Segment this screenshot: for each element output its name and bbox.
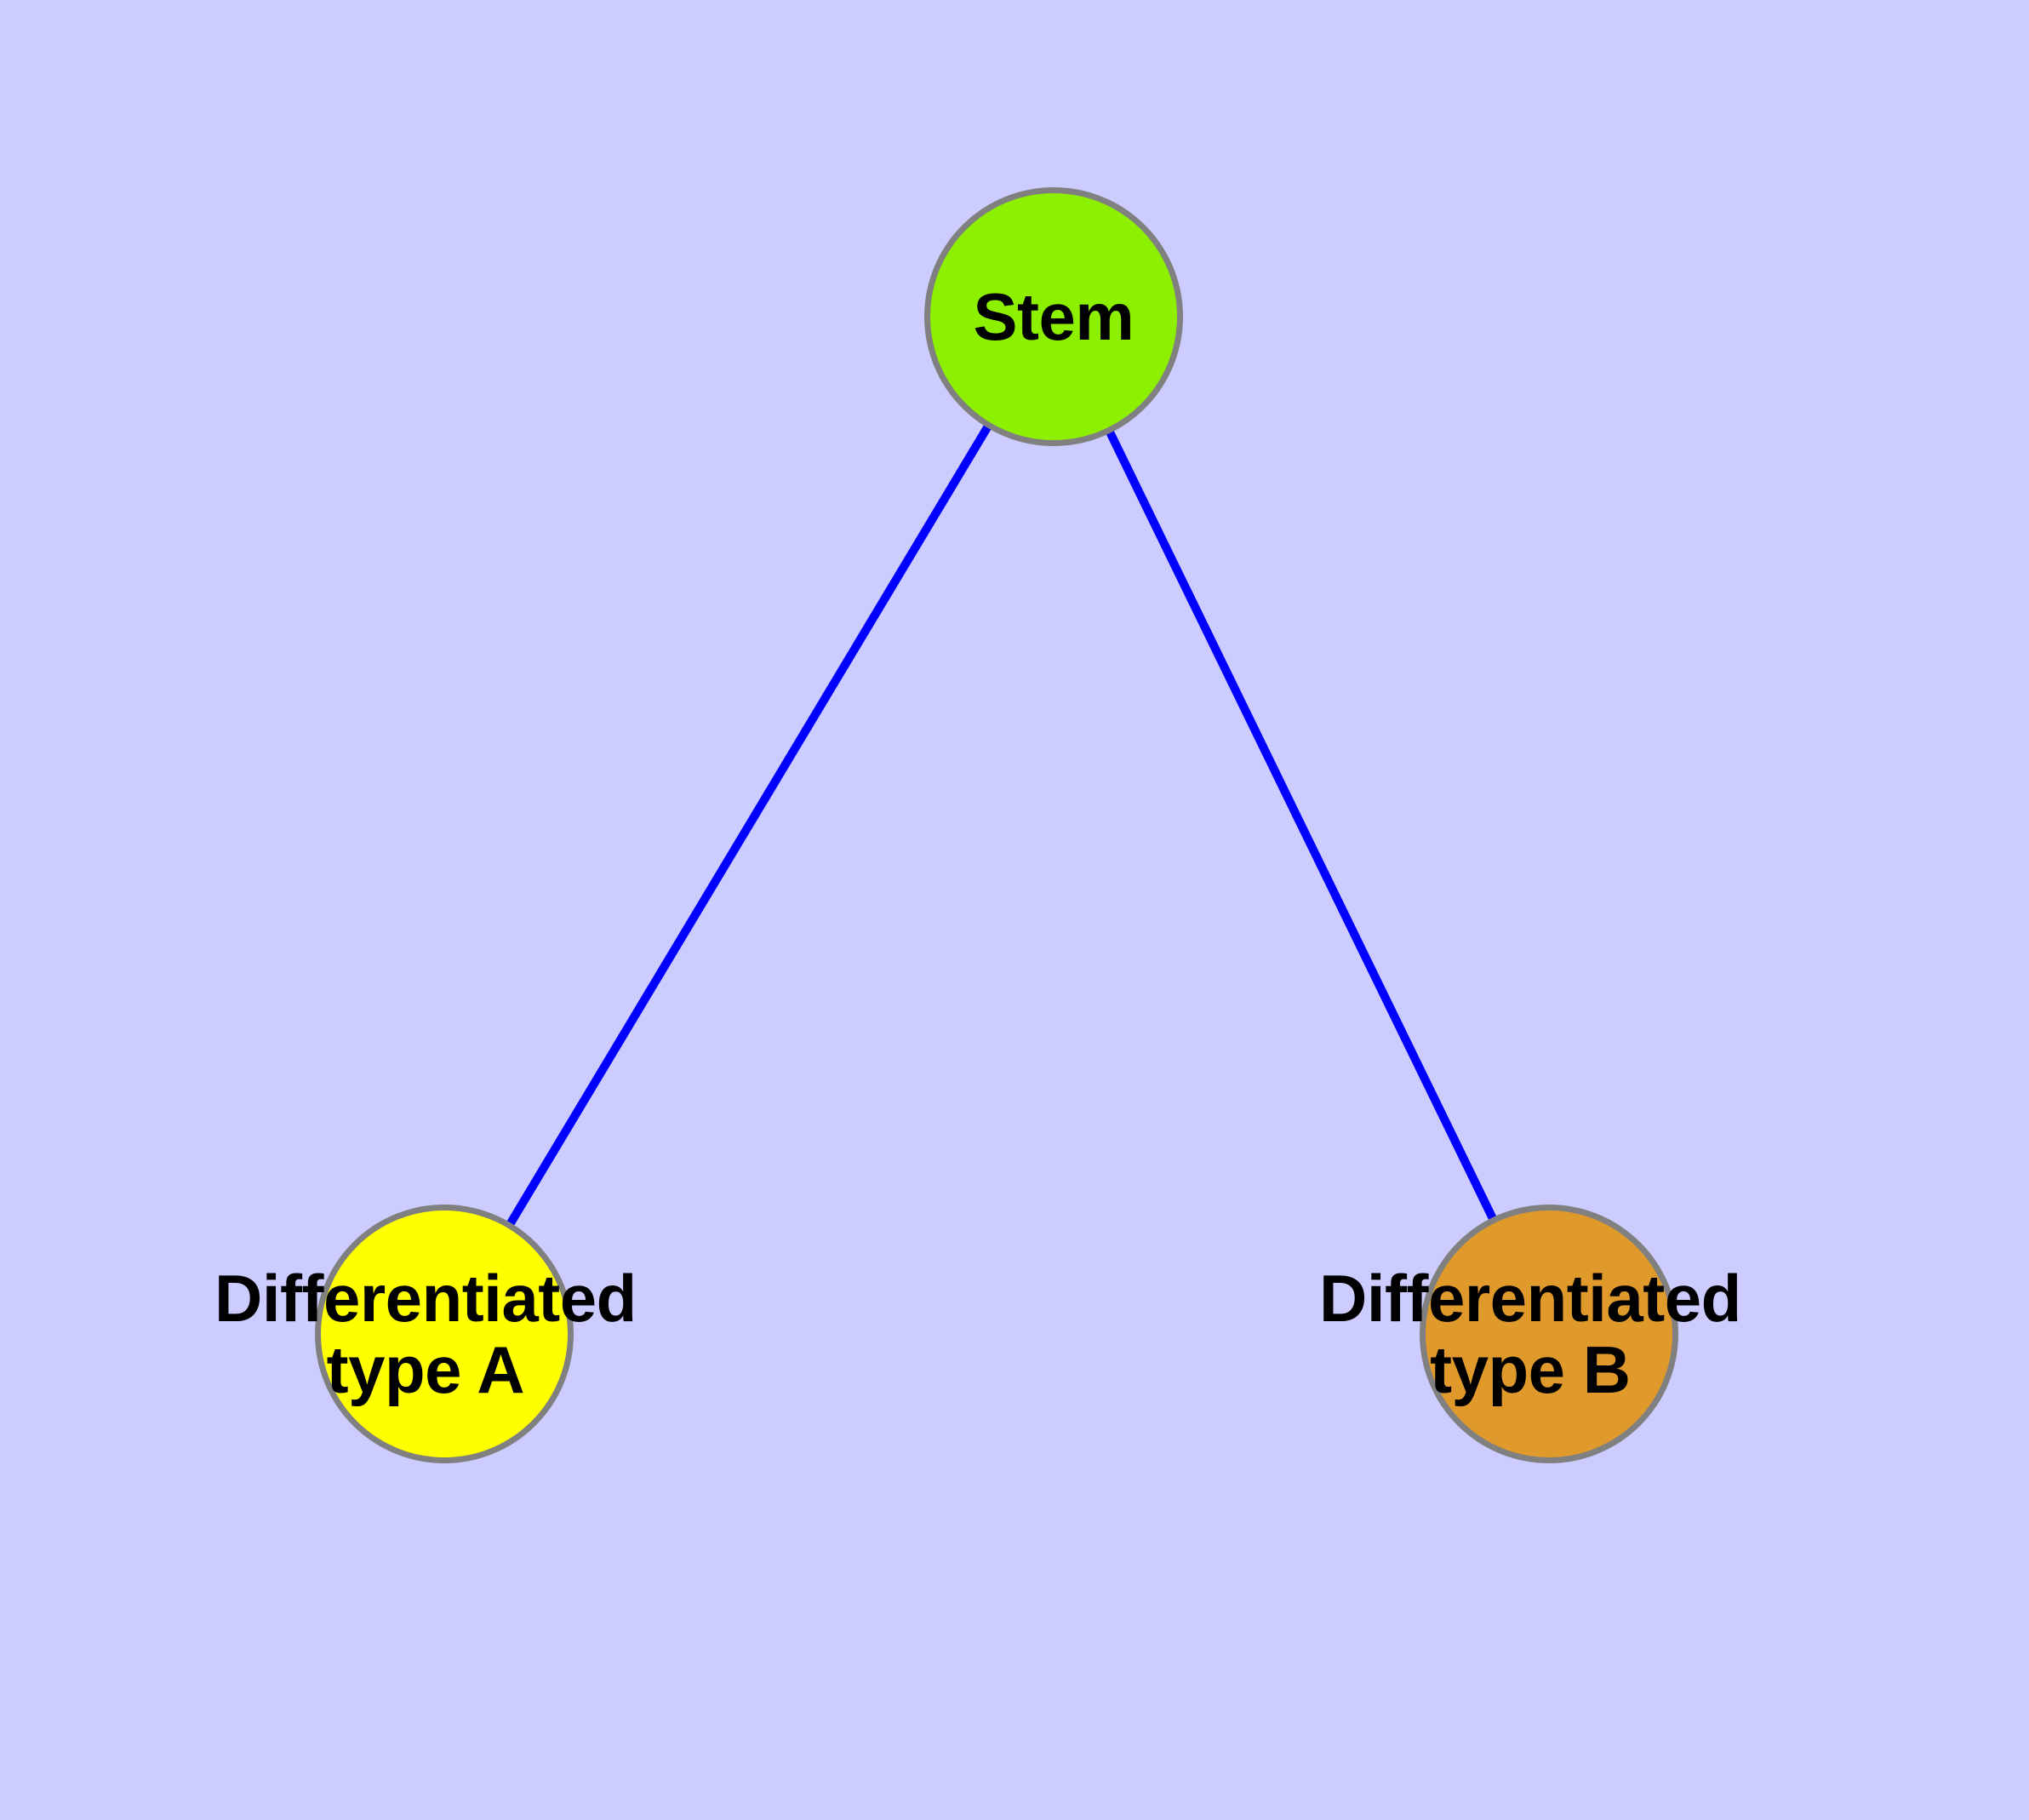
graph-edge-stem-diff_a [506,424,992,1227]
graph-edge-stem-diff_b [1106,429,1497,1222]
graph-node-stem[interactable] [924,187,1183,446]
graph-node-diff_b[interactable] [1420,1205,1678,1463]
edges-group [506,424,1497,1227]
graph-node-diff_a[interactable] [315,1205,574,1463]
